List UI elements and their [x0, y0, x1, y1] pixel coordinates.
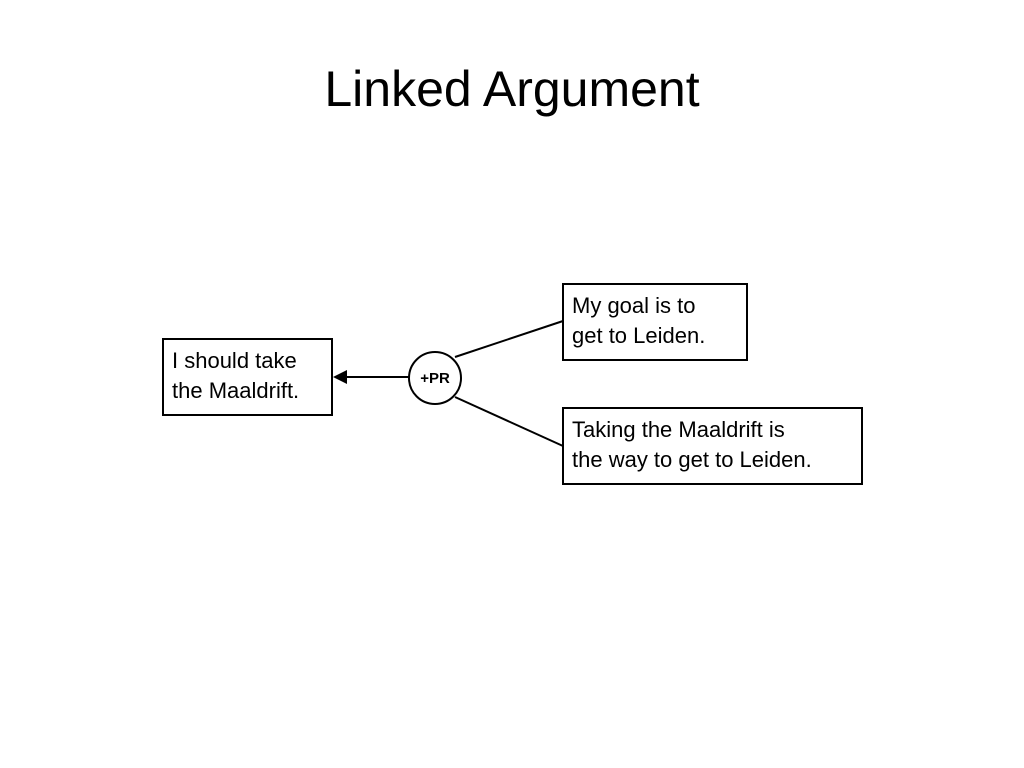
premise-2-line-1: Taking the Maaldrift is [572, 417, 785, 442]
connector-premise-1 [454, 320, 564, 358]
premise-1-line-2: get to Leiden. [572, 323, 706, 348]
premise-box-1: My goal is to get to Leiden. [562, 283, 748, 361]
conclusion-line-2: the Maaldrift. [172, 378, 300, 403]
linking-node: +PR [408, 351, 462, 405]
linking-node-label: +PR [420, 369, 450, 387]
connector-premise-2 [454, 396, 564, 447]
conclusion-line-1: I should take [172, 348, 297, 373]
premise-1-line-1: My goal is to [572, 293, 696, 318]
premise-2-line-2: the way to get to Leiden. [572, 447, 812, 472]
arrowhead-icon [333, 370, 347, 384]
conclusion-box: I should take the Maaldrift. [162, 338, 333, 416]
premise-box-2: Taking the Maaldrift is the way to get t… [562, 407, 863, 485]
slide-title: Linked Argument [324, 61, 700, 117]
